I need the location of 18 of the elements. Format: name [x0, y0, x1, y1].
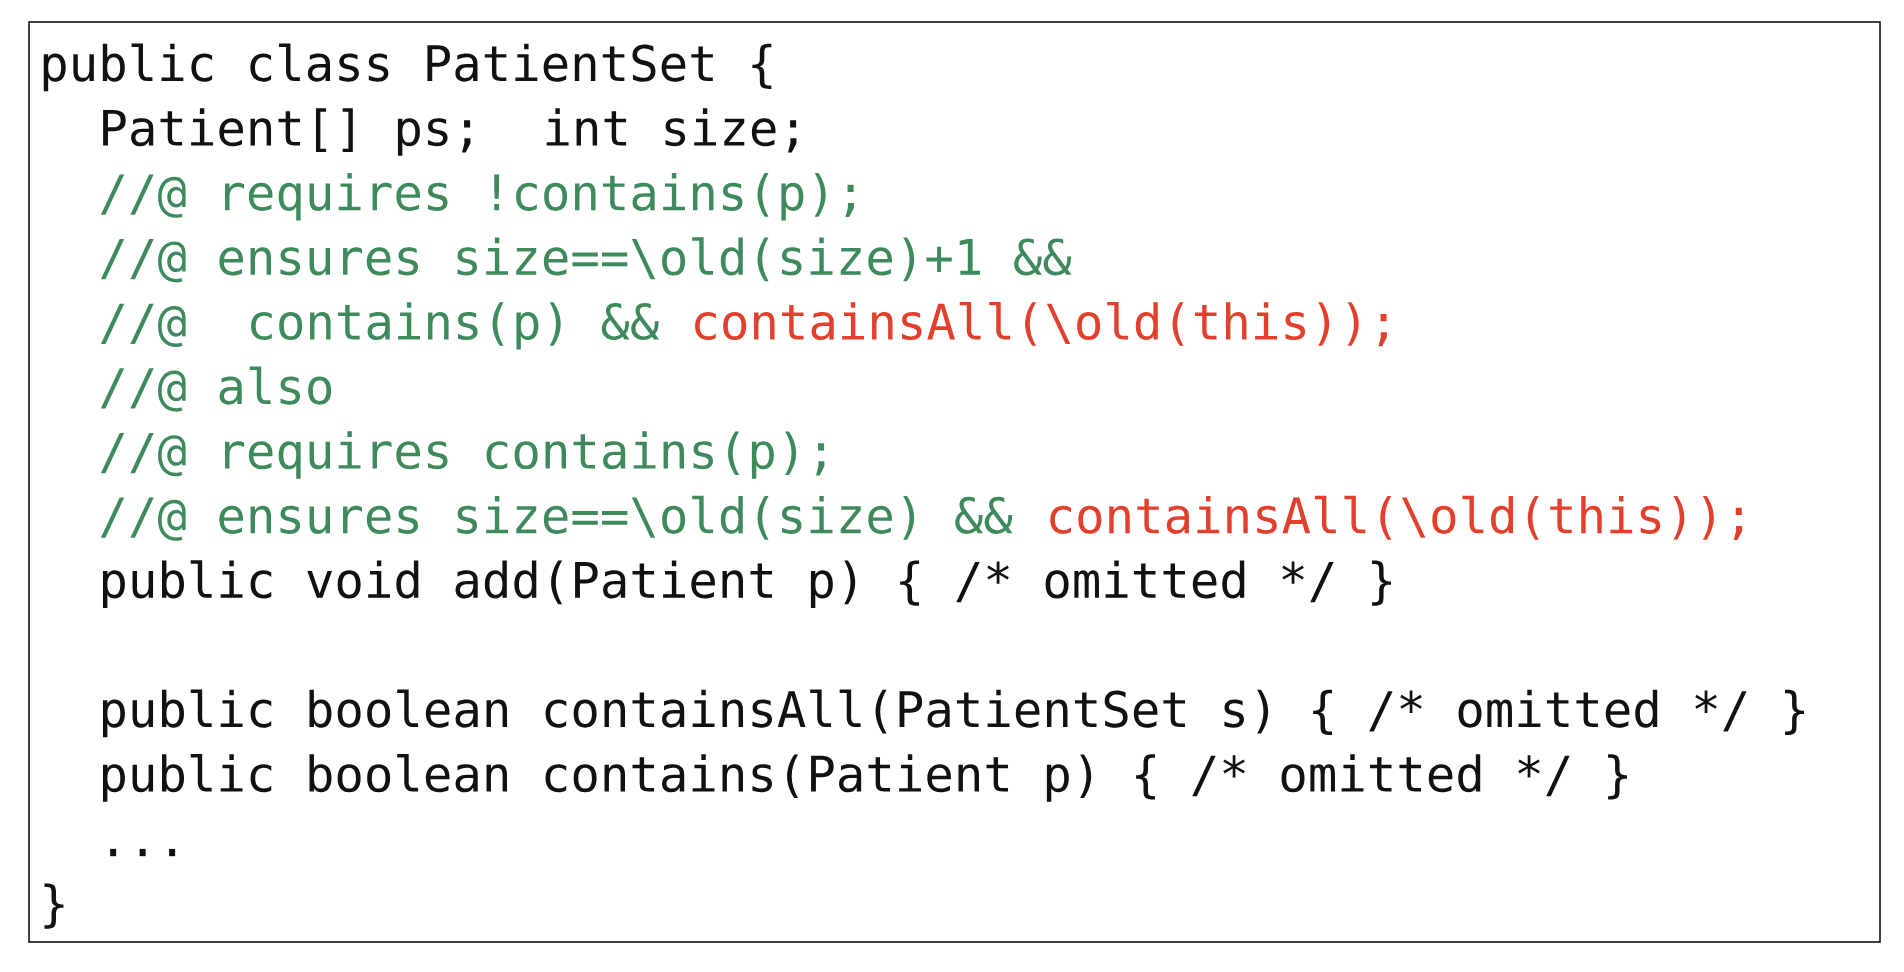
code-line: //@ requires !contains(p); — [100, 172, 854, 221]
code-line: public class PatientSet { — [43, 43, 772, 92]
code-line: //@ requires contains(p); — [100, 431, 825, 479]
code-line: public void add(Patient p) { /* omitted */ } — [102, 560, 1391, 608]
code-box — [28, 21, 1881, 943]
code-line: public boolean containsAll(PatientSet s) { /* omitted */ } — [102, 689, 1804, 738]
code-line: public boolean contains(Patient p) { /* omitted */ } — [102, 754, 1627, 802]
code-line: //@ ensures size==\old(size)+1 && — [100, 237, 1072, 283]
code-line: Patient[] ps; — [103, 108, 471, 156]
code-line: //@ ensures size==\old(size) && — [100, 495, 1013, 541]
code-line: containsAll(\old(this)); — [695, 301, 1387, 347]
code-line: //@ also — [100, 366, 332, 412]
code-line: containsAll(\old(this)); — [1050, 495, 1743, 541]
code-line: contains(p) && — [251, 302, 660, 350]
code-line: } — [44, 883, 64, 929]
code-line: int size; — [546, 108, 797, 153]
code-line: ... — [110, 848, 176, 857]
code-line: //@ — [100, 303, 186, 347]
